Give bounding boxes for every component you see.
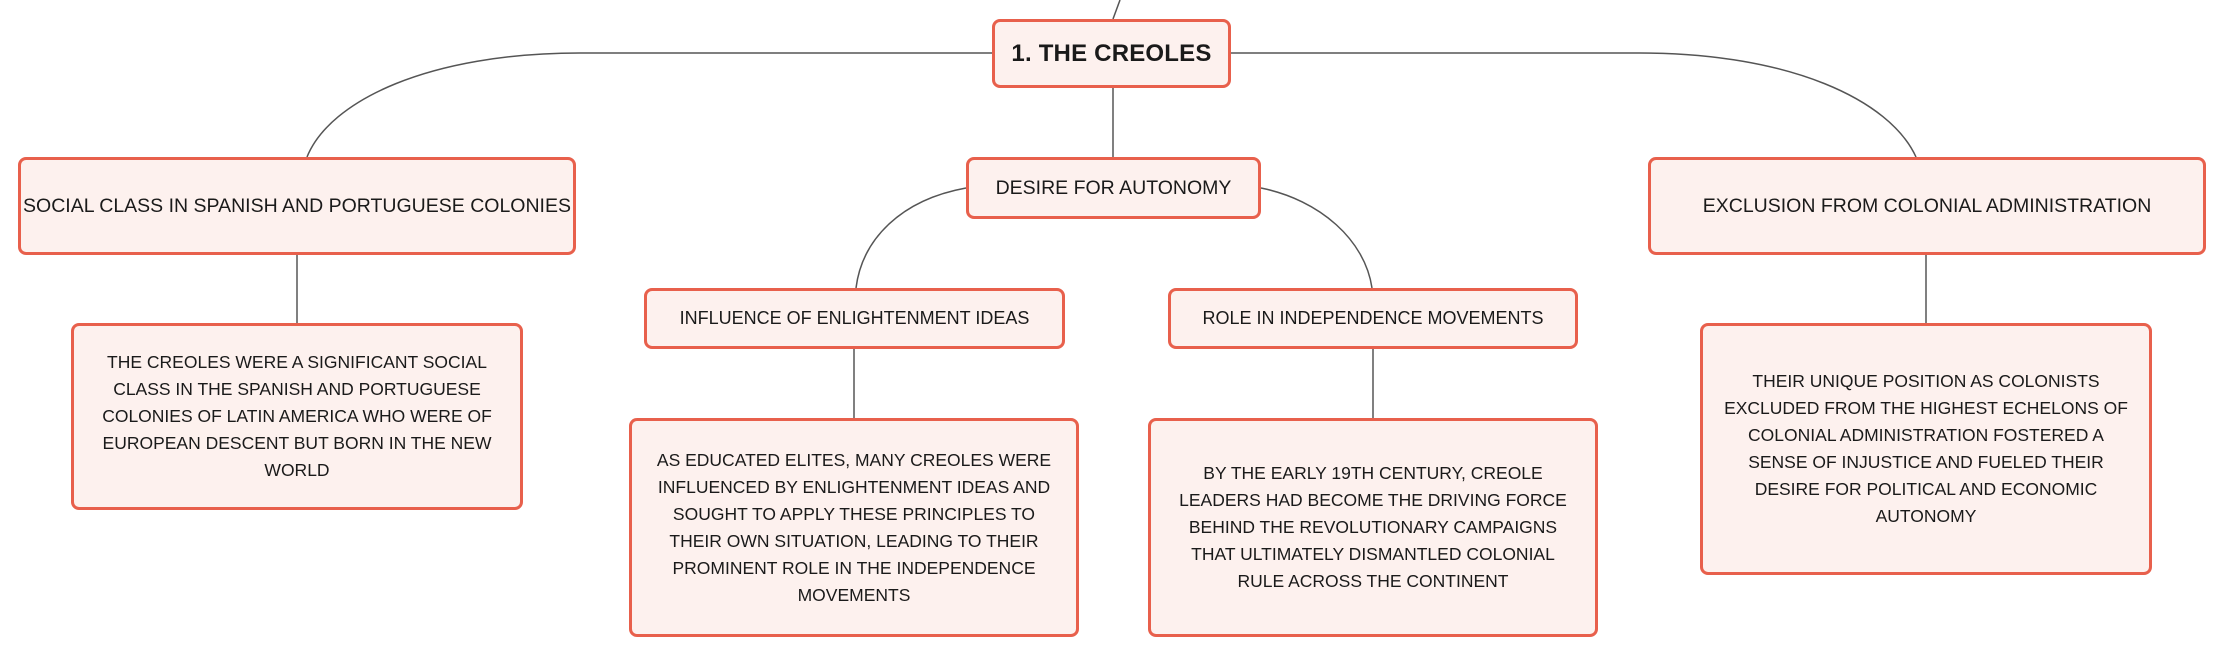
- detail-node-independence[interactable]: BY THE EARLY 19TH CENTURY, CREOLE LEADER…: [1148, 418, 1598, 637]
- connector-root-social-class: [306, 52, 992, 158]
- root-node-label: 1. THE CREOLES: [1011, 39, 1212, 67]
- sub-node-independence[interactable]: ROLE IN INDEPENDENCE MOVEMENTS: [1168, 288, 1578, 349]
- connector-autonomy-enlightenment: [855, 187, 967, 289]
- connector-autonomy-independence: [1260, 187, 1373, 289]
- root-node[interactable]: 1. THE CREOLES: [992, 19, 1231, 88]
- branch-node-desire-autonomy[interactable]: DESIRE FOR AUTONOMY: [966, 157, 1261, 219]
- sub-node-label: ROLE IN INDEPENDENCE MOVEMENTS: [1202, 308, 1544, 328]
- connector-root-parent: [1112, 0, 1121, 20]
- branch-node-social-class[interactable]: SOCIAL CLASS IN SPANISH AND PORTUGUESE C…: [18, 157, 576, 255]
- detail-node-enlightenment[interactable]: AS EDUCATED ELITES, MANY CREOLES WERE IN…: [629, 418, 1079, 637]
- branch-node-exclusion[interactable]: EXCLUSION FROM COLONIAL ADMINISTRATION: [1648, 157, 2206, 255]
- branch-node-label: DESIRE FOR AUTONOMY: [995, 176, 1232, 199]
- detail-node-text: AS EDUCATED ELITES, MANY CREOLES WERE IN…: [656, 449, 1052, 605]
- detail-node-exclusion[interactable]: THEIR UNIQUE POSITION AS COLONISTS EXCLU…: [1700, 323, 2152, 575]
- branch-node-label: SOCIAL CLASS IN SPANISH AND PORTUGUESE C…: [23, 194, 571, 217]
- detail-node-social-class[interactable]: THE CREOLES WERE A SIGNIFICANT SOCIAL CL…: [71, 323, 523, 510]
- sub-node-label: INFLUENCE OF ENLIGHTENMENT IDEAS: [679, 308, 1030, 328]
- branch-node-label: EXCLUSION FROM COLONIAL ADMINISTRATION: [1702, 194, 2152, 217]
- detail-node-text: THE CREOLES WERE A SIGNIFICANT SOCIAL CL…: [102, 352, 492, 480]
- sub-node-enlightenment[interactable]: INFLUENCE OF ENLIGHTENMENT IDEAS: [644, 288, 1065, 349]
- connector-root-exclusion: [1231, 52, 1917, 158]
- detail-node-text: THEIR UNIQUE POSITION AS COLONISTS EXCLU…: [1724, 371, 2128, 526]
- detail-node-text: BY THE EARLY 19TH CENTURY, CREOLE LEADER…: [1179, 463, 1567, 591]
